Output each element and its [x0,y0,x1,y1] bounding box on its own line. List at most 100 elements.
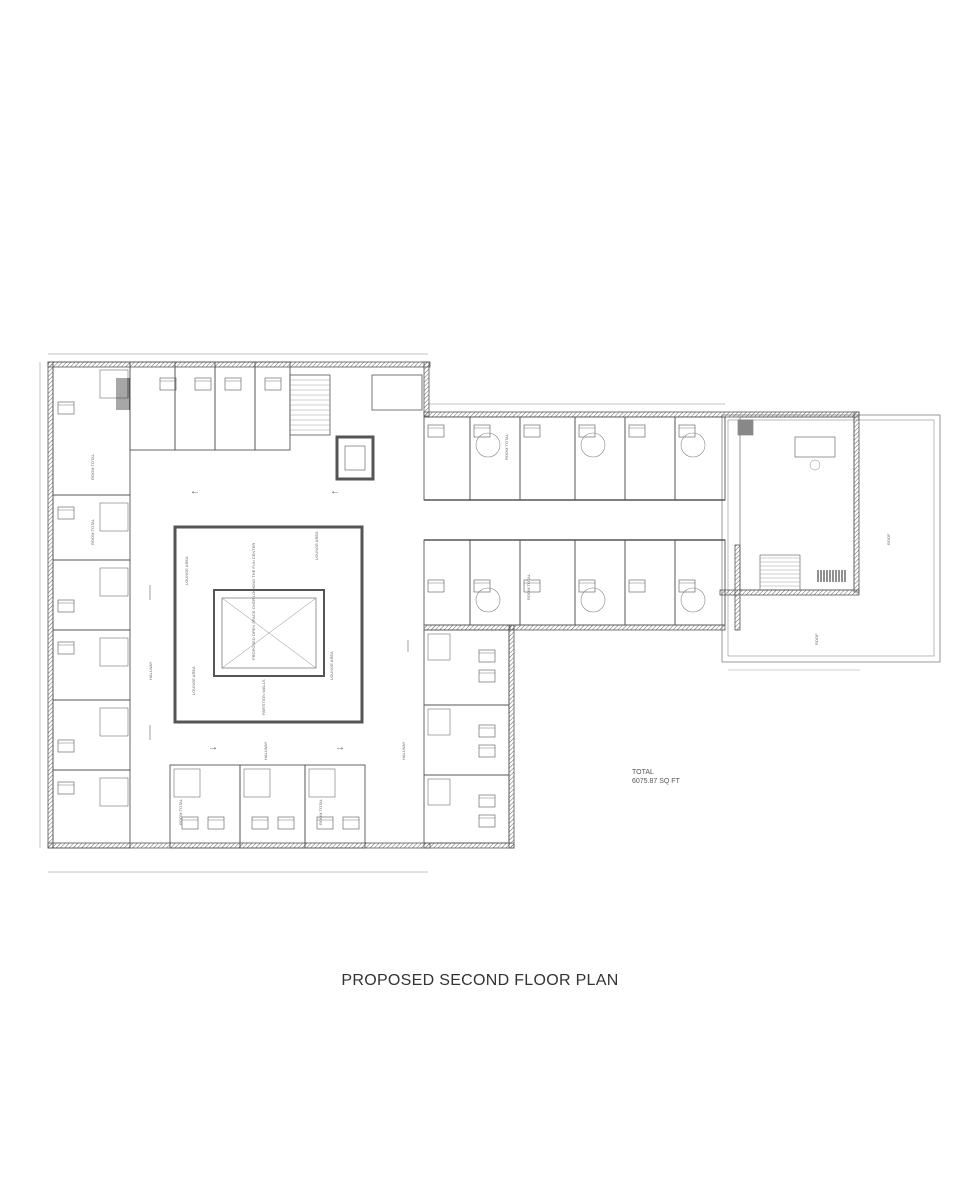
room-total-label: ROOM TOTAL [504,433,509,460]
bed [478,794,496,808]
room-total-label: ROOM TOTAL [178,798,183,825]
wall [423,842,515,849]
bed [57,641,75,655]
bed [316,816,334,830]
wall [508,624,515,849]
wall [423,411,860,418]
total-area: 6075.87 SQ FT [632,778,680,785]
lounge-label: LOUNGE AREA [191,666,196,695]
bed [57,739,75,753]
room [423,704,510,776]
bathroom [99,707,129,737]
bathroom [308,768,336,798]
open-space-wall [213,589,325,677]
hallway-arrow: → [335,742,345,753]
bathroom [99,637,129,667]
total-area-note: TOTAL 6075.87 SQ FT [632,768,680,786]
hallway-label: HALLWAY [148,661,153,680]
room [624,416,676,501]
chair [809,459,821,471]
roof-label: ROOF [886,533,891,545]
wall [734,544,741,631]
bed [57,506,75,520]
bed [159,377,177,391]
bathroom [99,369,129,399]
lounge-label: LOUNGE AREA [329,651,334,680]
bed [478,649,496,663]
wall [47,361,431,368]
room [574,416,626,501]
open-space-rail [221,597,317,669]
room [423,539,471,626]
room [52,699,131,771]
office [739,416,855,591]
room [624,539,676,626]
bed [181,816,199,830]
bathroom [243,768,271,798]
tub [680,432,706,458]
room [174,361,216,451]
desk [794,436,836,458]
bathroom [99,567,129,597]
bed [277,816,295,830]
elevator-car [344,445,366,471]
partition-label: PARTITION WALLS [261,679,266,715]
tub [580,587,606,613]
bathroom [427,633,451,661]
roof-inner-outline [727,419,935,657]
lounge-label: LOUNGE AREA [314,531,319,560]
bed [342,816,360,830]
room [469,539,521,626]
wall [423,361,430,417]
hallway-label: HALLWAY [263,741,268,760]
bed [251,816,269,830]
total-label: TOTAL [632,769,654,776]
bed [478,814,496,828]
roof-label: ROOF [814,633,819,645]
open-space-cross [221,597,317,669]
office-stairs [759,554,801,591]
hallway-arrow: → [208,742,218,753]
bed [207,816,225,830]
tub [580,432,606,458]
bed [473,579,491,593]
bed [478,724,496,738]
bed [478,744,496,758]
room [423,416,471,501]
room [674,539,726,626]
wall [47,842,431,849]
bathroom [99,777,129,807]
cabinet-fill [738,420,753,435]
open-space-label: PROPOSED OPEN SPACE OVER LOOKING THE FUN… [251,543,256,660]
wall [853,411,860,593]
bathroom [427,778,451,806]
bed [224,377,242,391]
room [423,774,510,844]
bed [628,424,646,438]
bed [264,377,282,391]
bed [473,424,491,438]
lounge-label: LOUNGE AREA [184,556,189,585]
room [214,361,256,451]
janitor-closet [371,374,423,411]
bed [678,424,696,438]
room [469,416,521,501]
hallway-arrow: ← [330,486,340,497]
wall [509,624,726,631]
lounge-wall [173,525,364,724]
wall [47,361,54,849]
bed [194,377,212,391]
bed [578,579,596,593]
wall [423,624,515,631]
room [239,764,306,849]
bathroom [427,708,451,736]
tub [475,587,501,613]
room [519,416,576,501]
bathroom [173,768,201,798]
room-total-label: ROOM TOTAL [526,573,531,600]
hallway-label: HALLWAY [401,741,406,760]
bed [57,599,75,613]
bed [478,669,496,683]
